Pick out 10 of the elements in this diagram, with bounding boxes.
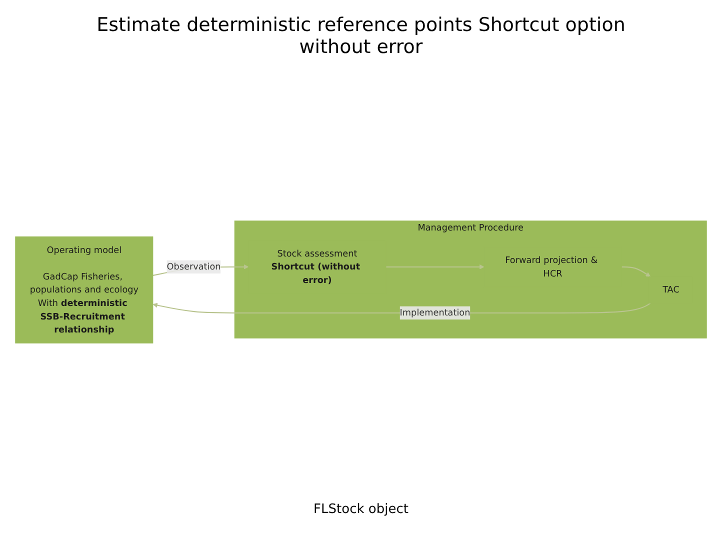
edge-label: Observation (166, 261, 221, 272)
diagram-title: Estimate deterministic reference points Shortcut option without error (96, 14, 626, 58)
arrow (622, 266, 651, 277)
arrow (386, 264, 484, 270)
node-text: Stock assessment Shortcut (without error) (271, 248, 360, 286)
node-text: Forward projection & HCR (505, 254, 598, 279)
edge-label: Implementation (400, 307, 470, 318)
note-label: FLStock object (314, 502, 408, 517)
node-box: Operating model GadCap Fisheries, populations and ecology With deterministic SSB-Recruitment relationship (15, 236, 154, 344)
node-text: TAC (662, 284, 680, 295)
